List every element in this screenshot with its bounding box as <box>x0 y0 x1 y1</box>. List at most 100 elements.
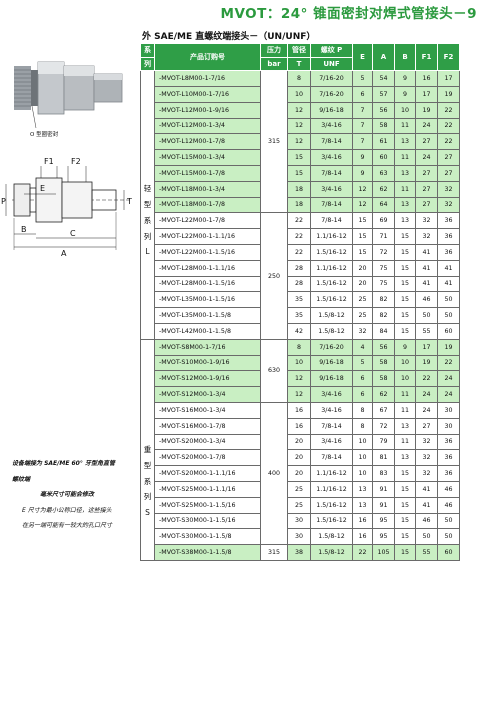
cell-f1: 46 <box>415 291 438 309</box>
header-a: A <box>372 42 395 72</box>
cell-t: 18 <box>287 180 311 198</box>
cell-e: 13 <box>352 496 373 514</box>
note-line-5: 在另一端可能有一较大的孔口尺寸 <box>22 522 113 529</box>
cell-a: 105 <box>372 544 395 561</box>
cell-t: 15 <box>287 164 311 182</box>
cell-e: 6 <box>352 386 373 403</box>
cell-f2: 50 <box>437 512 460 530</box>
cell-f2: 36 <box>437 243 460 261</box>
part-number-cell: -MVOT-S25M00-1-1.1/16 <box>154 480 261 498</box>
cell-b: 13 <box>394 417 416 435</box>
page-title: MVOT：24° 锥面密封对焊式管接头－9 <box>220 6 477 22</box>
cell-b: 11 <box>394 433 416 451</box>
series-char: 轻 <box>143 184 152 194</box>
cell-t: 12 <box>287 133 311 151</box>
cell-e: 15 <box>352 228 373 245</box>
cell-a: 62 <box>372 180 395 198</box>
cell-p: 1.5/8-12 <box>310 322 353 340</box>
series-char: 型 <box>143 200 152 210</box>
note-line-2: 螺纹端 <box>12 476 31 483</box>
part-number-cell: -MVOT-L12M00-1-7/8 <box>154 133 261 151</box>
pressure-cell: 315 <box>260 544 288 561</box>
cell-t: 38 <box>287 544 311 561</box>
part-number-cell: -MVOT-L42M00-1-1.5/8 <box>154 322 261 340</box>
cell-f1: 27 <box>415 164 438 182</box>
part-number-cell: -MVOT-L22M00-1-1.5/16 <box>154 243 261 261</box>
header-b: B <box>394 42 416 72</box>
cell-f2: 41 <box>437 259 460 277</box>
header-tube: 管径 <box>287 43 311 58</box>
cell-f1: 55 <box>415 544 438 561</box>
cell-f1: 50 <box>415 307 438 324</box>
cell-t: 22 <box>287 243 311 261</box>
cell-f2: 30 <box>437 417 460 435</box>
dimension-drawing <box>5 166 132 250</box>
cell-f2: 22 <box>437 101 460 119</box>
cell-f2: 32 <box>437 196 460 214</box>
cell-p: 1.5/8-12 <box>310 544 353 561</box>
part-number-cell: -MVOT-S16M00-1-7/8 <box>154 417 261 435</box>
cell-a: 58 <box>372 354 395 372</box>
cell-a: 67 <box>372 401 395 419</box>
cell-e: 9 <box>352 164 373 182</box>
cell-b: 15 <box>394 243 416 261</box>
part-number-cell: -MVOT-L28M00-1-1.5/16 <box>154 275 261 293</box>
dim-a: A <box>61 249 67 258</box>
cell-a: 56 <box>372 338 395 356</box>
cell-b: 11 <box>394 401 416 419</box>
cell-e: 6 <box>352 85 373 103</box>
header-row-1: 系 产品订购号 压力 管径 螺纹 P E A B F1 F2 <box>140 42 460 72</box>
cell-f2: 46 <box>437 480 460 498</box>
cell-e: 7 <box>352 101 373 119</box>
part-number-cell: -MVOT-S12M00-1-3/4 <box>154 386 261 403</box>
spec-table: 系 产品订购号 压力 管径 螺纹 P E A B F1 F2 列 bar T U… <box>140 42 460 561</box>
o-ring-label: O 型圈密封 <box>30 130 59 138</box>
cell-a: 57 <box>372 85 395 103</box>
dim-c: C <box>70 229 76 238</box>
cell-p: 1.5/16-12 <box>310 243 353 261</box>
cell-f1: 41 <box>415 259 438 277</box>
cell-e: 8 <box>352 417 373 435</box>
cell-e: 15 <box>352 243 373 261</box>
cell-f1: 41 <box>415 480 438 498</box>
cell-t: 18 <box>287 196 311 214</box>
cell-b: 15 <box>394 307 416 324</box>
cell-f2: 60 <box>437 322 460 340</box>
cell-t: 42 <box>287 322 311 340</box>
cell-b: 15 <box>394 228 416 245</box>
cell-p: 7/16-20 <box>310 70 353 87</box>
cell-e: 5 <box>352 354 373 372</box>
note-line-1: 设备端接为 SAE/ME 60° 牙型角直管 <box>12 460 115 467</box>
cell-t: 20 <box>287 449 311 467</box>
pressure-cell: 250 <box>260 212 288 340</box>
cell-p: 9/16-18 <box>310 354 353 372</box>
cell-e: 5 <box>352 70 373 87</box>
series-char: 重 <box>143 444 152 454</box>
cell-a: 79 <box>372 433 395 451</box>
header-pressure: 压力 <box>260 43 288 58</box>
part-number-cell: -MVOT-S25M00-1-1.5/16 <box>154 496 261 514</box>
cell-e: 16 <box>352 512 373 530</box>
cell-p: 1.1/16-12 <box>310 480 353 498</box>
cell-f2: 46 <box>437 496 460 514</box>
cell-p: 1.5/16-12 <box>310 291 353 309</box>
cell-f2: 50 <box>437 528 460 546</box>
cell-f1: 16 <box>415 70 438 87</box>
series-char: 系 <box>143 476 152 486</box>
cell-f2: 36 <box>437 212 460 230</box>
header-thread-unf: UNF <box>310 56 353 72</box>
header-f2: F2 <box>437 42 460 72</box>
cell-p: 1.1/16-12 <box>310 465 353 482</box>
cell-e: 20 <box>352 275 373 293</box>
cell-f2: 32 <box>437 180 460 198</box>
